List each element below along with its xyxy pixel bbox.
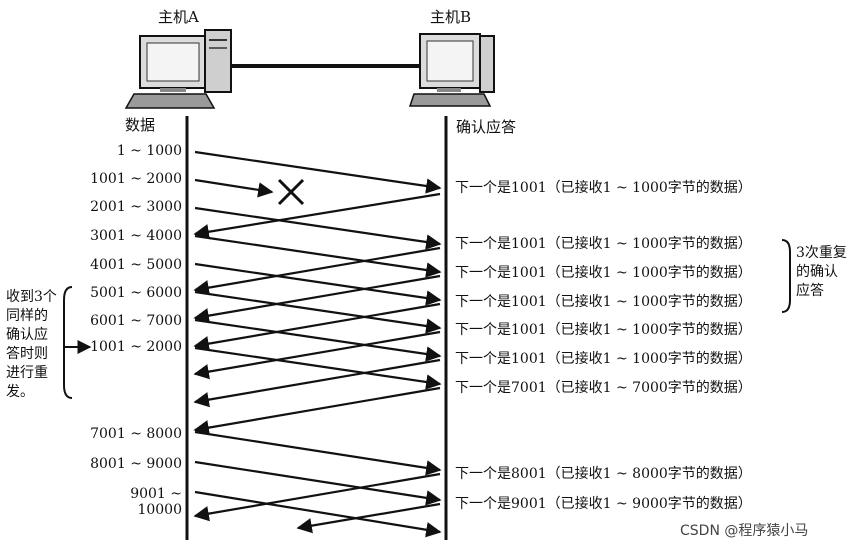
segment-arrow-10	[194, 490, 442, 538]
ack-arrow-4	[193, 302, 441, 352]
ack-arrow-2	[193, 246, 441, 296]
segment-arrow-5	[194, 262, 442, 306]
packet-lost-icon	[277, 178, 305, 206]
left-bracket	[63, 286, 73, 399]
computer-b-icon	[408, 33, 495, 107]
left-note-line: 收到3个	[6, 289, 57, 305]
ack-label: 下一个是9001（已接收1 ~ 9000字节的数据）	[455, 496, 752, 512]
ack-arrow-1	[193, 192, 441, 240]
ack-arrow-9	[296, 502, 441, 534]
left-note-line: 答时则	[6, 346, 48, 362]
segment-arrow-6	[194, 290, 442, 334]
segment-arrow-8	[194, 430, 442, 476]
host-b-column-label: 确认应答	[456, 118, 517, 136]
segment-arrow-9	[194, 460, 442, 506]
right-note-line: 应答	[796, 283, 824, 299]
ack-label: 下一个是1001（已接收1 ~ 1000字节的数据）	[455, 351, 752, 367]
ack-label: 下一个是1001（已接收1 ~ 1000字节的数据）	[455, 294, 752, 310]
segment-label: 2001 ~ 3000	[90, 199, 182, 215]
computer-a-icon	[124, 29, 232, 109]
segment-arrow-3	[194, 206, 442, 250]
ack-arrow-6	[193, 358, 441, 408]
host-a-column-label: 数据	[125, 116, 156, 134]
ack-label: 下一个是1001（已接收1 ~ 1000字节的数据）	[455, 265, 752, 281]
segment-arrow-2-lost	[194, 178, 274, 198]
left-note-line: 发。	[6, 384, 34, 400]
left-note: 收到3个 同样的 确认应 答时则 进行重 发。	[6, 288, 57, 402]
segment-arrow-retransmit	[194, 346, 442, 390]
segment-label: 5001 ~ 6000	[90, 285, 182, 301]
segment-label: 3001 ~ 4000	[90, 228, 182, 244]
ack-arrow-5	[193, 330, 441, 380]
right-note: 3次重复 的确认 应答	[796, 244, 847, 301]
left-note-line: 进行重	[6, 365, 48, 381]
segment-arrow-4	[194, 234, 442, 278]
right-note-line: 3次重复	[796, 245, 847, 261]
segment-label: 4001 ~ 5000	[90, 257, 182, 273]
host-b-name: 主机B	[430, 8, 472, 26]
segment-arrow-1	[194, 150, 442, 194]
segment-label-retransmit: 1001 ~ 2000	[90, 339, 182, 355]
host-a-name: 主机A	[158, 8, 199, 26]
watermark: CSDN @程序猿小马	[680, 523, 809, 539]
segment-label: 8001 ~ 9000	[90, 456, 182, 472]
ack-label: 下一个是1001（已接收1 ~ 1000字节的数据）	[455, 180, 752, 196]
segment-label: 9001 ~ 10000	[130, 486, 182, 518]
segment-label: 1001 ~ 2000	[90, 171, 182, 187]
ack-arrow-7	[193, 386, 441, 436]
ack-label: 下一个是8001（已接收1 ~ 8000字节的数据）	[455, 466, 752, 482]
segment-label: 1 ~ 1000	[116, 143, 182, 159]
segment-arrow-7	[194, 318, 442, 362]
segment-label: 6001 ~ 7000	[90, 313, 182, 329]
left-note-line: 同样的	[6, 308, 48, 324]
left-note-line: 确认应	[6, 327, 48, 343]
segment-label: 7001 ~ 8000	[90, 426, 182, 442]
ack-label: 下一个是1001（已接收1 ~ 1000字节的数据）	[455, 322, 752, 338]
right-note-line: 的确认	[796, 264, 838, 280]
ack-arrow-8	[193, 472, 441, 522]
ack-arrow-3	[193, 274, 441, 324]
right-bracket	[781, 239, 791, 313]
ack-label: 下一个是7001（已接收1 ~ 7000字节的数据）	[455, 380, 752, 396]
ack-label: 下一个是1001（已接收1 ~ 1000字节的数据）	[455, 236, 752, 252]
